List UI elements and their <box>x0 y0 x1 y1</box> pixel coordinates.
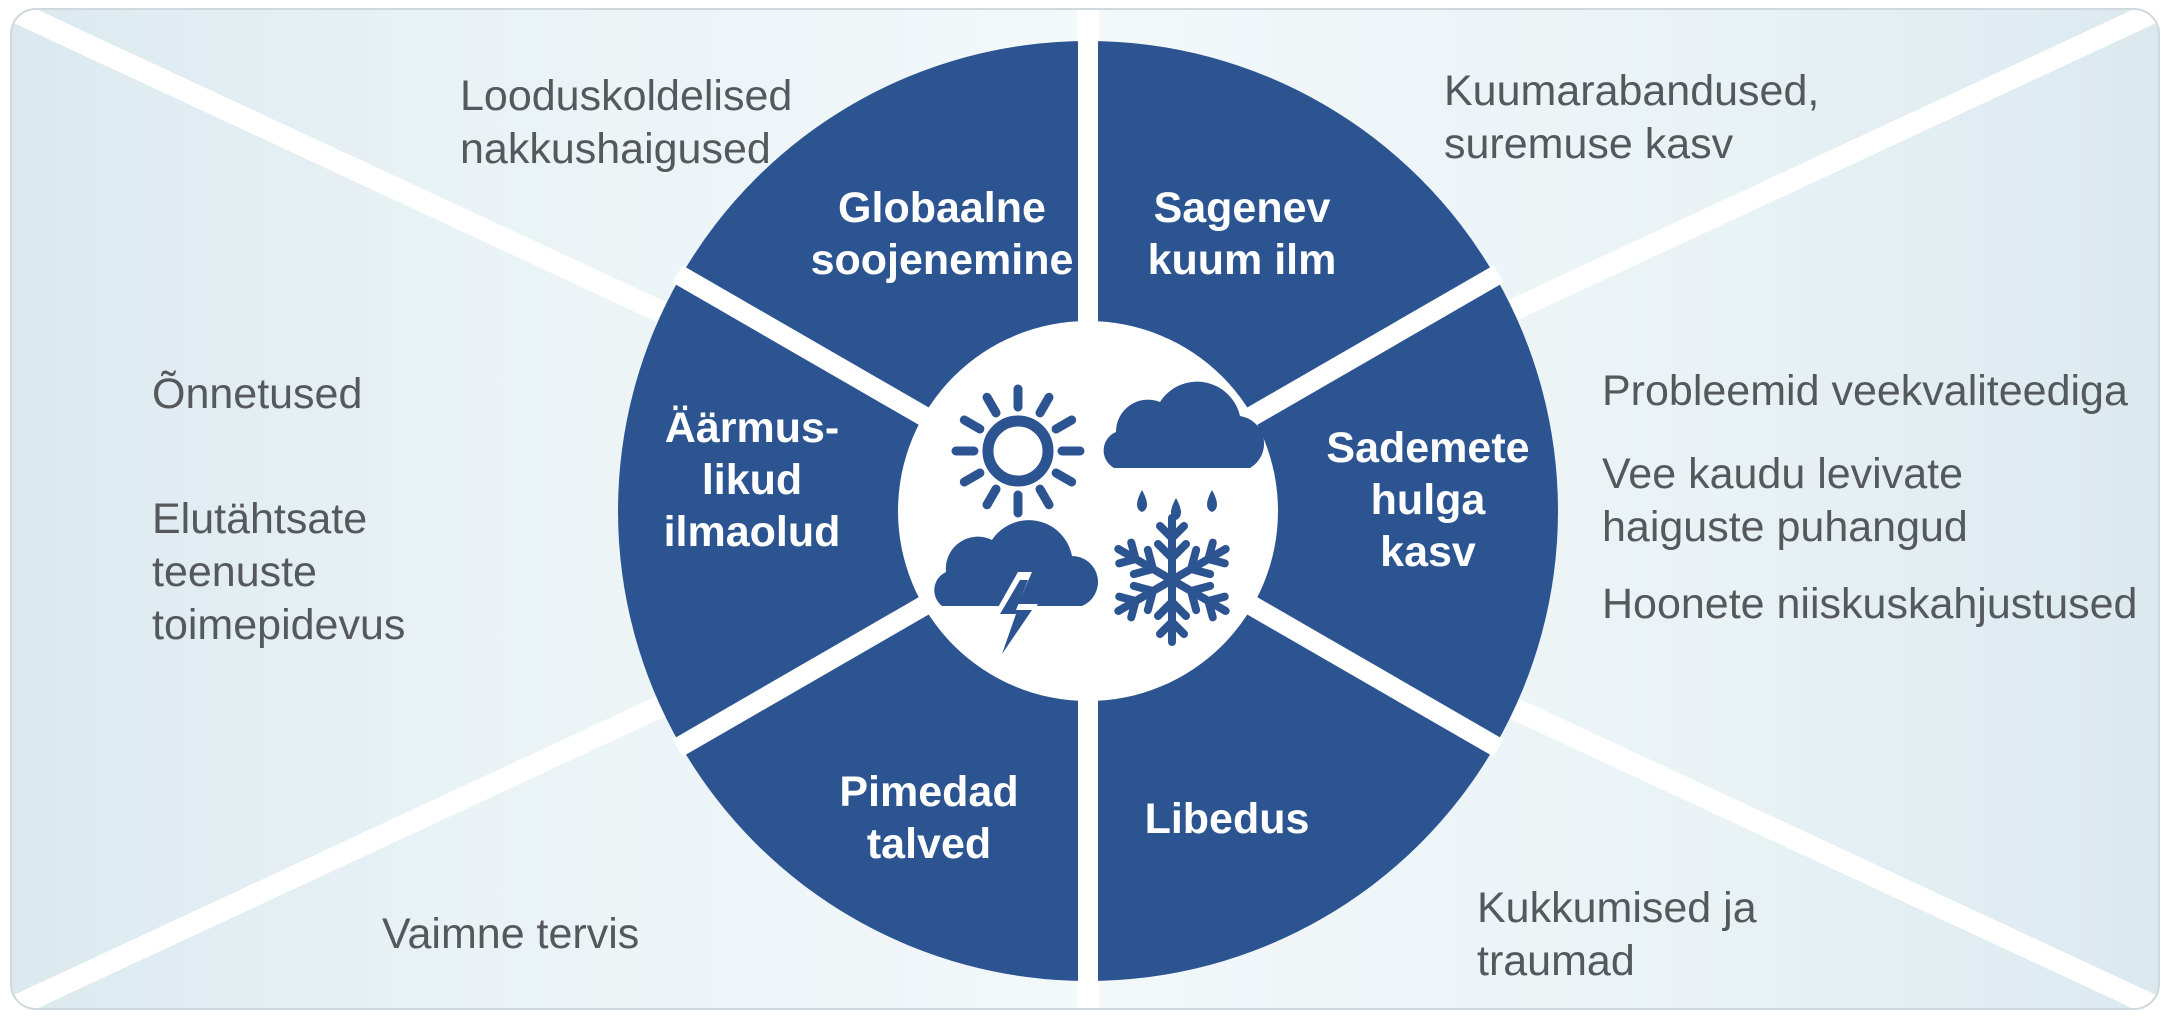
sun-icon <box>951 384 1085 518</box>
effect-line: Hoonete niiskuskahjustused <box>1602 580 2138 628</box>
snowflake-arm <box>1114 538 1176 584</box>
center-circle <box>898 321 1278 701</box>
segment-label-pimedad-talved: talved <box>867 820 991 868</box>
effect-line: haiguste puhangud <box>1602 503 1968 551</box>
effect-line: Õnnetused <box>152 370 363 418</box>
effect-line: teenuste <box>152 548 317 596</box>
segment-label-pimedad-talved: Pimedad <box>839 768 1018 816</box>
segment-label-aarmuslikud-ilmaolud: likud <box>702 456 802 504</box>
effect-line: traumad <box>1477 937 1635 985</box>
effect-line: Kukkumised ja <box>1477 884 1757 932</box>
sun-ray <box>982 392 1001 418</box>
sun-ray <box>1051 468 1077 487</box>
segment-label-libedus: Libedus <box>1145 795 1310 843</box>
sun-ray <box>1035 484 1054 510</box>
effect-line: Looduskoldelised <box>460 72 793 120</box>
effect-text-top-left: Looduskoldelised nakkushaigused <box>460 70 792 176</box>
rain-cloud-icon <box>1103 381 1265 520</box>
snowflake-icon <box>1114 514 1230 646</box>
segment-label-sagenev-kuum-ilm: Sagenev <box>1154 184 1331 232</box>
effect-line: Probleemid veekvaliteediga <box>1602 367 2128 415</box>
effect-text-right: Probleemid veekvaliteediga Vee kaudu lev… <box>1602 365 2137 631</box>
sun-ray <box>959 468 985 487</box>
segment-label-sademete-hulga-kasv: Sademete <box>1326 424 1529 472</box>
segment-label-sagenev-kuum-ilm: kuum ilm <box>1148 236 1337 284</box>
snowflake-arm <box>1168 538 1230 584</box>
effect-text-bottom-right: Kukkumised ja traumad <box>1477 882 1757 988</box>
segment-sademete-hulga-kasv <box>1088 276 1558 746</box>
effect-text-bottom-left: Vaimne tervis <box>382 908 639 961</box>
effect-line: Vaimne tervis <box>382 910 640 958</box>
segment-label-globaalne-soojenemine: Globaalne <box>838 184 1046 232</box>
snowflake-arm <box>1154 576 1190 646</box>
segment-label-globaalne-soojenemine: soojenemine <box>811 236 1074 284</box>
effect-text-left: Õnnetused Elutähtsate teenuste toimepide… <box>152 368 405 652</box>
effect-line: toimepidevus <box>152 601 406 649</box>
effect-line: suremuse kasv <box>1444 120 1734 168</box>
segment-label-sademete-hulga-kasv: kasv <box>1380 528 1476 576</box>
effect-line: Vee kaudu levivate <box>1602 450 1963 498</box>
effect-text-top-right: Kuumarabandused, suremuse kasv <box>1444 65 1819 171</box>
snowflake-arm <box>1168 576 1230 622</box>
segment-aarmuslikud-ilmaolud <box>618 276 1088 746</box>
sun-ray <box>959 415 985 434</box>
sun-ray <box>982 484 1001 510</box>
snowflake-arm <box>1154 514 1190 584</box>
sun-ray <box>1051 415 1077 434</box>
thunderstorm-icon <box>934 520 1098 664</box>
effect-line: Elutähtsate <box>152 495 368 543</box>
effect-line: nakkushaigused <box>460 125 771 173</box>
effect-line: Kuumarabandused, <box>1444 67 1820 115</box>
segment-label-aarmuslikud-ilmaolud: Äärmus- <box>665 404 839 452</box>
segment-label-aarmuslikud-ilmaolud: ilmaolud <box>664 508 841 556</box>
segment-label-sademete-hulga-kasv: hulga <box>1371 476 1487 524</box>
snowflake-arm <box>1114 576 1176 622</box>
sun-ray <box>1035 392 1054 418</box>
